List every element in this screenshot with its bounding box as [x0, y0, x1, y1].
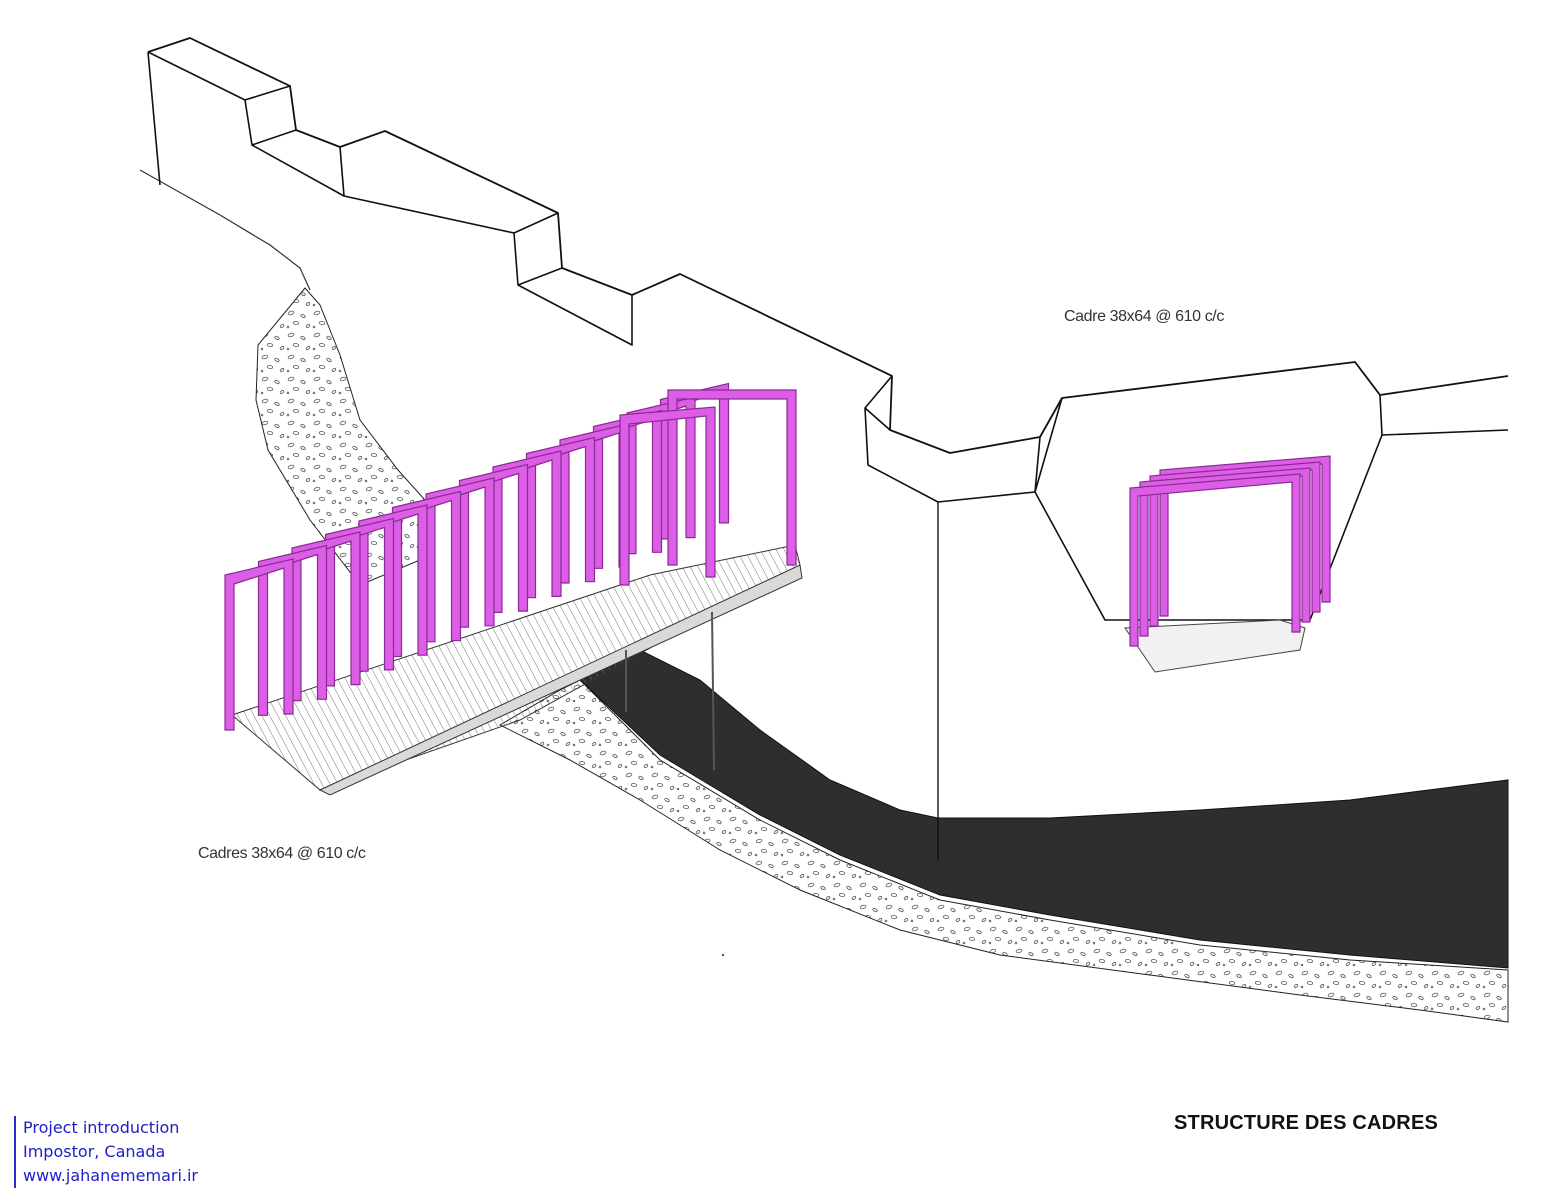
timber-frame — [224, 558, 294, 731]
timber-frame — [425, 477, 495, 643]
frame-label-single: Cadre 38x64 @ 610 c/c — [1064, 308, 1224, 325]
frame-label-multiple: Cadres 38x64 @ 610 c/c — [198, 845, 366, 862]
timber-frame — [525, 436, 596, 599]
diagram-title: STRUCTURE DES CADRES — [1174, 1112, 1439, 1134]
timber-frame — [1149, 461, 1321, 627]
timber-frame — [291, 531, 361, 702]
timber-frame — [358, 504, 428, 672]
credits-line-2: Impostor, Canada — [23, 1142, 166, 1161]
deck-edge — [318, 564, 803, 796]
credits-block: Project introduction Impostor, Canada ww… — [14, 1116, 198, 1188]
timber-frame — [1139, 467, 1311, 637]
timber-frame — [324, 517, 395, 687]
window-platform — [1124, 619, 1306, 673]
gravel-bank-lower — [498, 679, 1509, 1023]
timber-frame — [458, 463, 529, 628]
wall-edge-slope — [343, 195, 515, 234]
timber-frame — [1159, 455, 1331, 617]
frames-left — [224, 382, 797, 731]
wall-outline — [147, 37, 1509, 454]
deck-support — [711, 611, 715, 771]
riverbank-line — [139, 169, 311, 291]
frames-right — [1129, 455, 1331, 647]
credits-line-3: www.jahanememari.ir — [23, 1166, 199, 1185]
timber-frame — [492, 450, 562, 613]
river-water — [579, 649, 1509, 969]
timber-frame — [592, 409, 663, 569]
timber-frame — [257, 544, 328, 716]
timber-frame — [619, 406, 716, 586]
timber-frame — [391, 490, 462, 658]
timber-frame — [1129, 473, 1301, 647]
credits-line-1: Project introduction — [23, 1118, 180, 1137]
small-dot — [721, 953, 725, 957]
wall-inner-edge — [147, 51, 1509, 621]
timber-frame — [667, 389, 797, 566]
